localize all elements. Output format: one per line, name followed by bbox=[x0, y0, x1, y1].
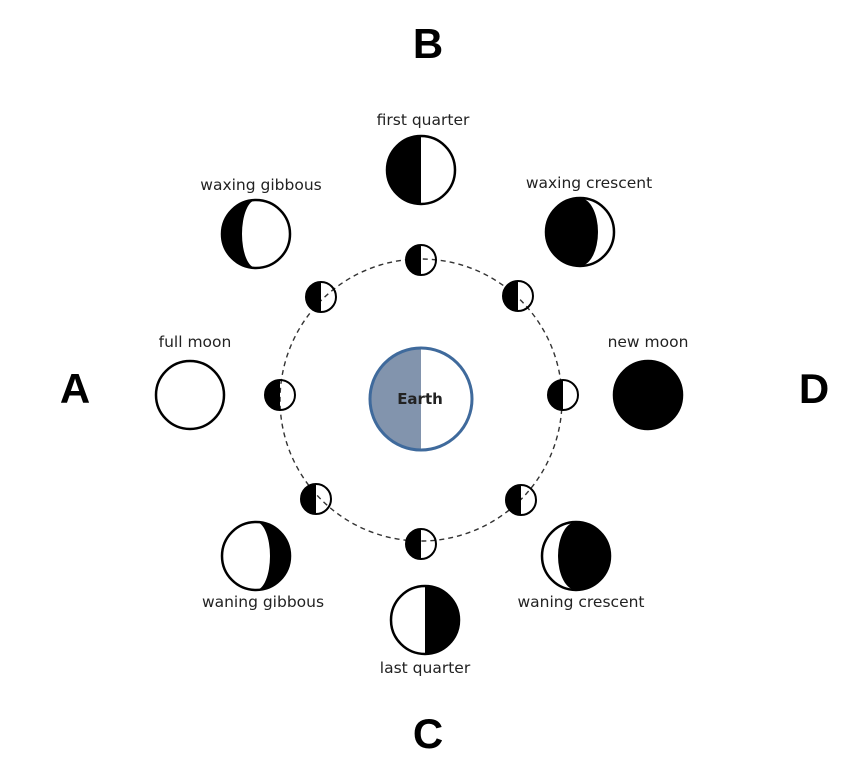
new-moon-icon bbox=[612, 359, 684, 431]
phase-first-quarter: first quarter bbox=[377, 111, 470, 206]
orbit-moon-top-right bbox=[502, 280, 534, 312]
earth-label: Earth bbox=[397, 390, 443, 408]
full-moon-icon bbox=[154, 359, 226, 431]
label-waxing-gibbous: waxing gibbous bbox=[200, 176, 321, 194]
phase-waning-crescent: waning crescent bbox=[517, 520, 645, 611]
waxing-crescent-moon-icon bbox=[546, 198, 598, 266]
orbit-moon-bottom-left bbox=[300, 483, 332, 515]
phase-waning-gibbous: waning gibbous bbox=[202, 520, 324, 611]
orbit-moon-bottom-right bbox=[505, 484, 537, 516]
direction-label-d: D bbox=[799, 365, 829, 412]
orbit-moon-top-left bbox=[305, 281, 337, 313]
phase-new-moon: new moon bbox=[608, 333, 689, 431]
earth: Earth bbox=[368, 346, 474, 452]
label-full-moon: full moon bbox=[159, 333, 232, 351]
phase-full-moon: full moon bbox=[154, 333, 232, 431]
waning-crescent-moon-icon bbox=[558, 522, 610, 590]
direction-label-c: C bbox=[413, 710, 443, 757]
phase-waxing-crescent: waxing crescent bbox=[526, 174, 652, 268]
label-first-quarter: first quarter bbox=[377, 111, 470, 129]
orbit-moon-bottom bbox=[405, 528, 437, 560]
earth-outline bbox=[368, 346, 474, 452]
orbit-moon-top bbox=[405, 244, 437, 276]
direction-label-b: B bbox=[413, 20, 443, 67]
orbit-moon-right bbox=[547, 379, 579, 411]
label-waning-gibbous: waning gibbous bbox=[202, 593, 324, 611]
last-quarter-moon-icon bbox=[425, 586, 459, 654]
label-last-quarter: last quarter bbox=[380, 659, 471, 677]
first-quarter-moon-icon bbox=[387, 136, 421, 204]
phase-last-quarter: last quarter bbox=[380, 584, 471, 677]
phase-waxing-gibbous: waxing gibbous bbox=[200, 176, 322, 270]
earth-night-side bbox=[370, 348, 421, 450]
waning-gibbous-moon-icon bbox=[256, 522, 290, 590]
direction-label-a: A bbox=[60, 365, 90, 412]
label-waning-crescent: waning crescent bbox=[517, 593, 644, 611]
label-waxing-crescent: waxing crescent bbox=[526, 174, 652, 192]
label-new-moon: new moon bbox=[608, 333, 689, 351]
orbit-moon-left bbox=[264, 379, 296, 411]
waxing-gibbous-moon-icon bbox=[222, 200, 256, 268]
